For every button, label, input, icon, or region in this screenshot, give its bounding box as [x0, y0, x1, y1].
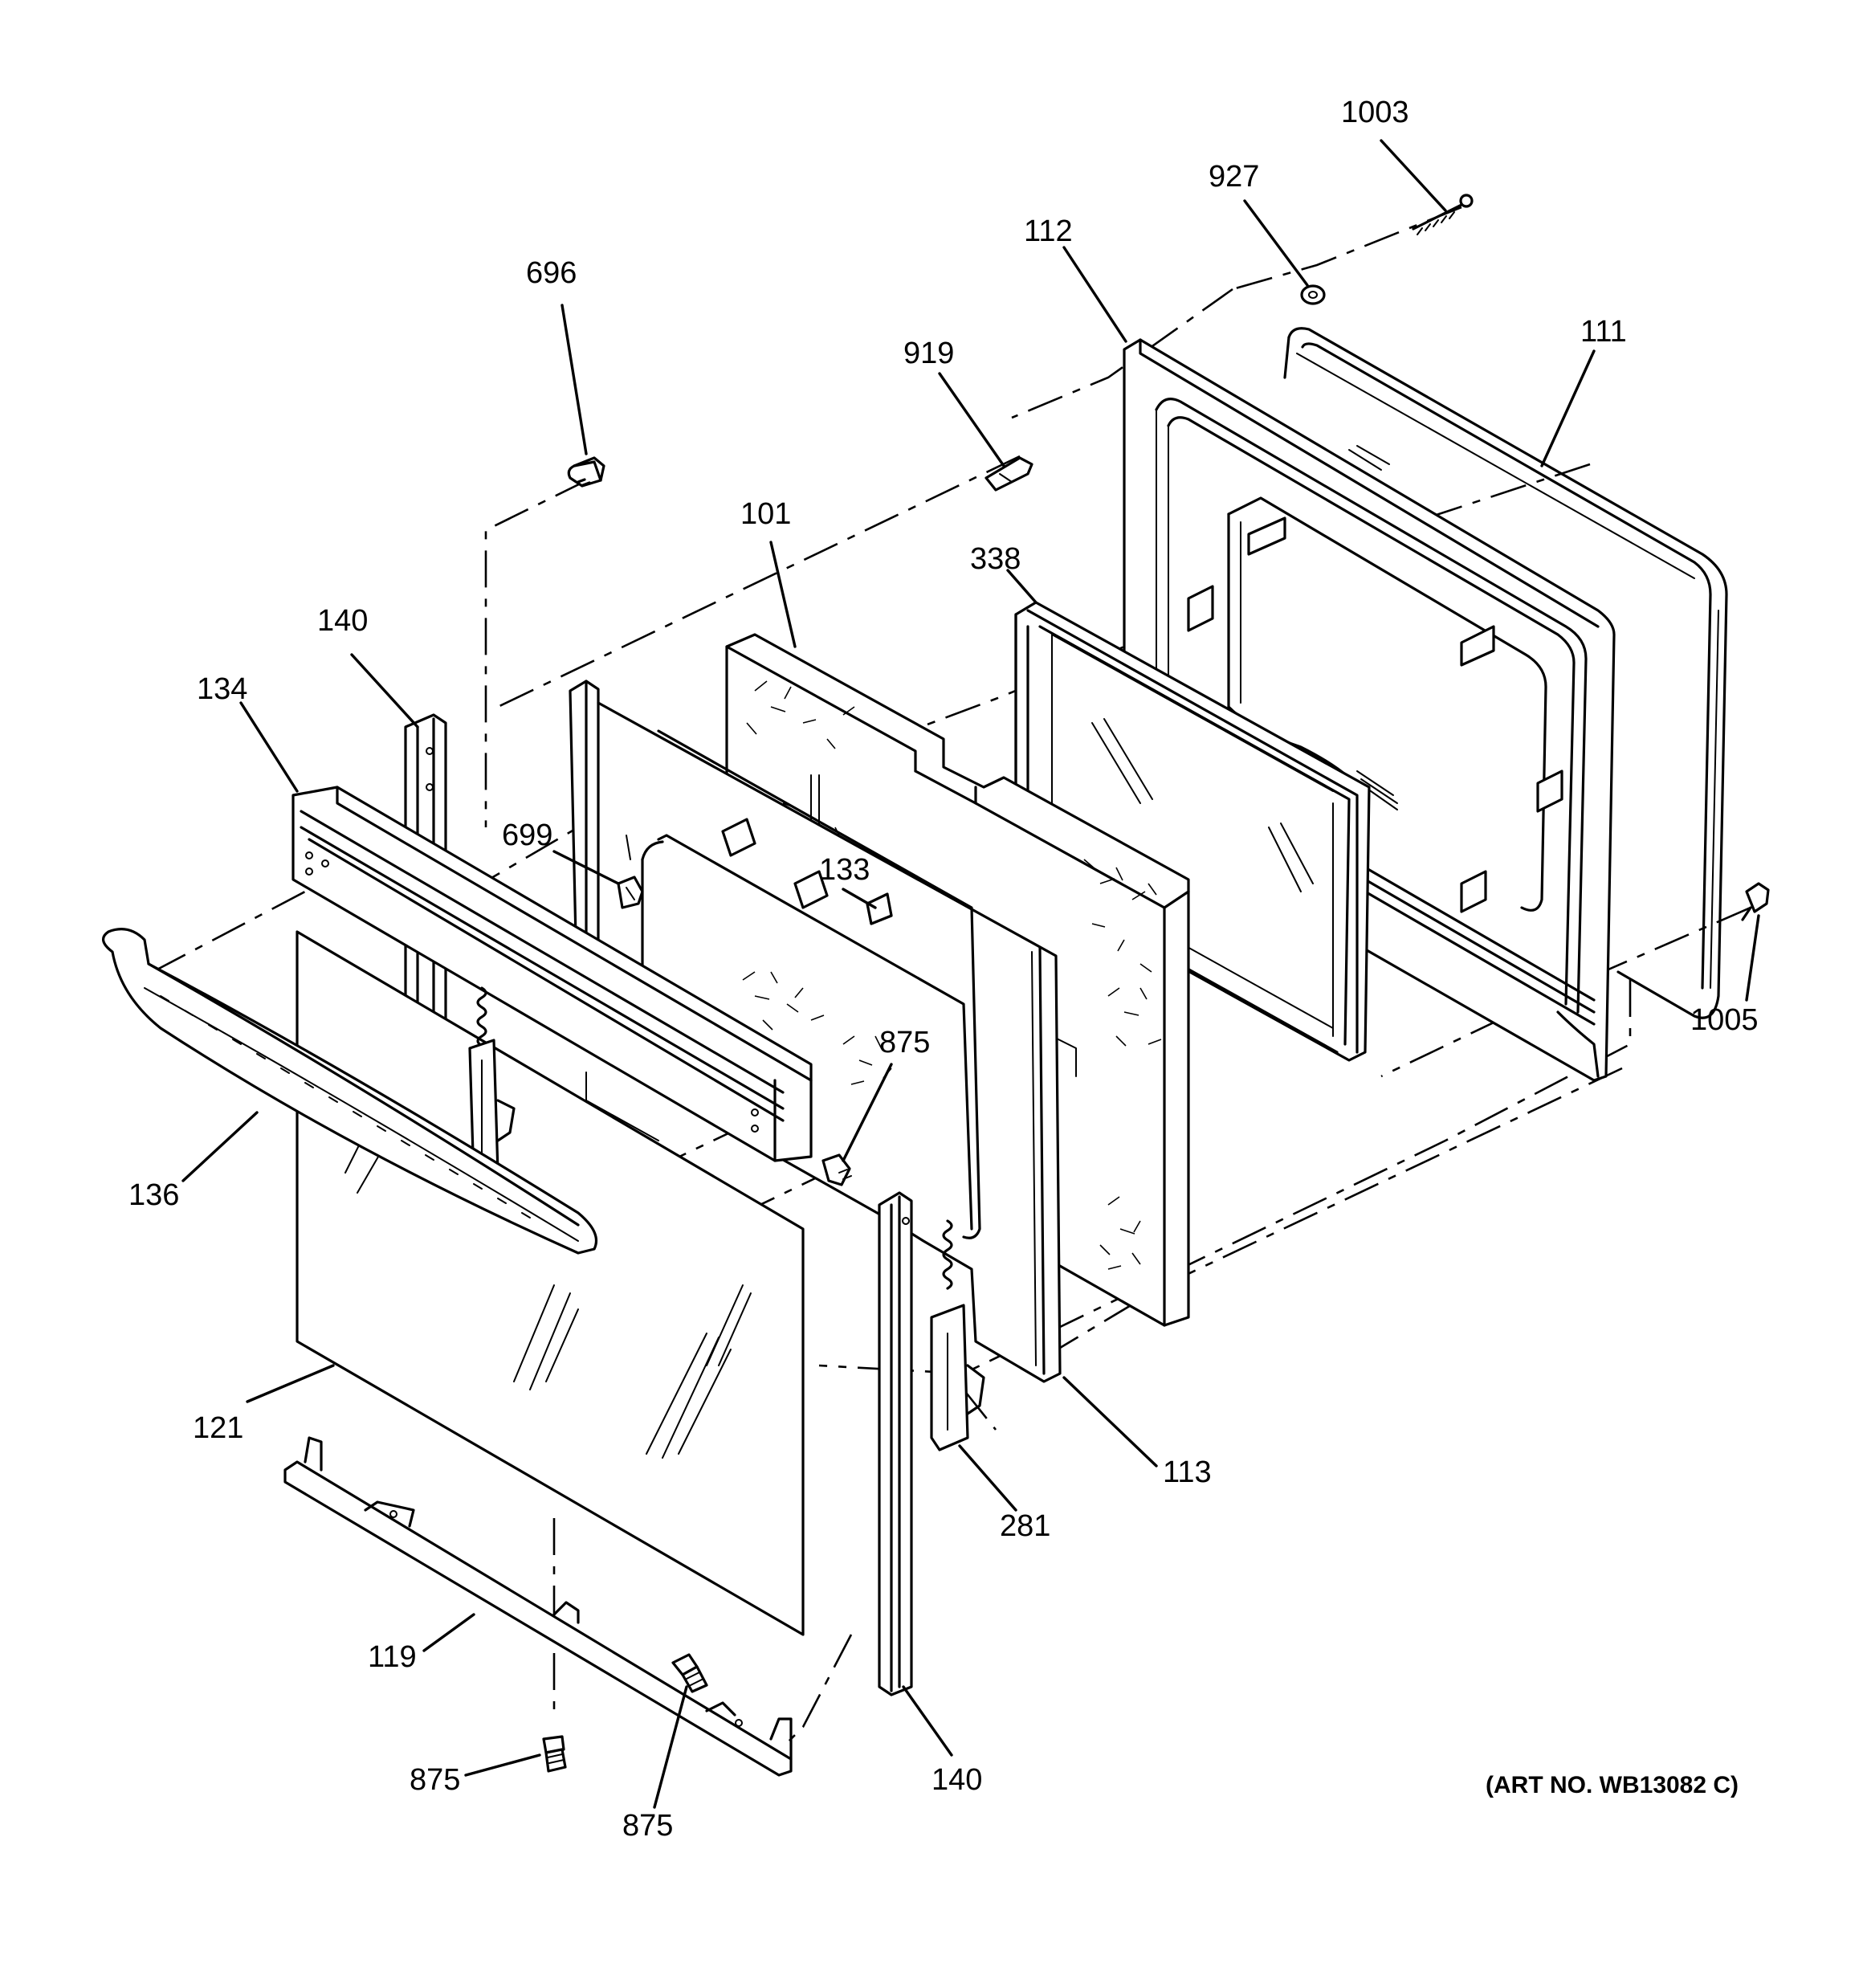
callout-1003: 1003	[1341, 96, 1409, 129]
callout-leader-lines	[181, 139, 1760, 1809]
clip-133	[866, 892, 893, 925]
callout-875-mid: 875	[879, 1026, 930, 1059]
screw-875-left	[542, 1735, 567, 1773]
bottom-trim-119	[283, 1436, 793, 1777]
callout-112: 112	[1024, 214, 1073, 248]
callout-101: 101	[740, 497, 791, 531]
hinge-281-right	[930, 1219, 985, 1451]
door-channel-140-right	[878, 1191, 913, 1696]
screw-875-mid	[821, 1153, 852, 1186]
callout-133: 133	[819, 853, 870, 887]
callout-927: 927	[1209, 160, 1259, 194]
door-handle-136	[102, 928, 598, 1255]
screw-696	[567, 456, 605, 488]
callout-111: 111	[1580, 315, 1627, 349]
art-number: (ART NO. WB13082 C)	[1486, 1772, 1739, 1798]
callout-919: 919	[903, 337, 954, 370]
callout-281: 281	[1000, 1509, 1050, 1543]
callout-140-bottom: 140	[932, 1763, 982, 1797]
callout-121: 121	[193, 1411, 243, 1445]
callout-136: 136	[128, 1178, 179, 1212]
callout-134: 134	[197, 672, 247, 706]
callout-699: 699	[502, 818, 552, 852]
callout-875-bottom: 875	[622, 1809, 673, 1843]
callout-140-top: 140	[317, 604, 368, 638]
screw-699	[617, 876, 644, 909]
callout-696: 696	[526, 256, 577, 290]
callout-113: 113	[1163, 1455, 1212, 1489]
vent-trim-134	[291, 786, 813, 1162]
washer-927	[1300, 284, 1326, 305]
pin-919	[984, 456, 1033, 492]
callout-labels: 1003 927 112 111 696 919 101 338 140 134…	[128, 96, 1759, 1843]
screw-875-bottom	[671, 1653, 708, 1693]
callout-119: 119	[368, 1640, 417, 1674]
gasket-111	[1283, 327, 1728, 1019]
callout-1005: 1005	[1690, 1003, 1759, 1037]
inner-door-112	[1123, 338, 1616, 1082]
screw-1003	[1412, 194, 1474, 235]
callout-338: 338	[970, 542, 1021, 576]
callout-875-left: 875	[410, 1763, 460, 1797]
screw-1005	[1741, 882, 1770, 921]
